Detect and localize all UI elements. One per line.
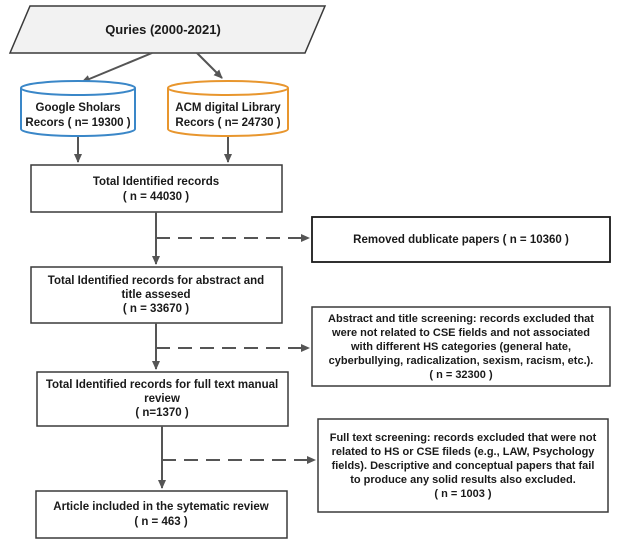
stage-included-articles: Article included in the sytematic review… bbox=[35, 490, 288, 539]
exclusion-fulltext-line5: ( n = 1003 ) bbox=[434, 488, 492, 500]
arrow-query-to-acm bbox=[196, 52, 223, 79]
exclusion-fulltext-screening-box bbox=[317, 418, 609, 513]
stage-full-text-review-box bbox=[36, 371, 289, 427]
exclusion-abstract-line2: were not related to CSE fields and not a… bbox=[331, 327, 590, 339]
exclusion-fulltext-line4: to produce any solid results also exclud… bbox=[350, 474, 576, 486]
database-google-scholar: Google Sholars Recors ( n= 19300 ) bbox=[20, 80, 136, 137]
exclusion-abstract-screening-box bbox=[311, 306, 611, 387]
stage-abstract-title-assessed: Total Identified records for abstract an… bbox=[30, 266, 283, 324]
stage-full-text-line2: review bbox=[144, 393, 180, 405]
exclusion-duplicates-box bbox=[311, 216, 611, 263]
stage-included-line1: Article included in the sytematic review bbox=[53, 501, 268, 513]
query-shape bbox=[8, 5, 327, 54]
stage-total-identified: Total Identified records ( n = 44030 ) bbox=[30, 164, 283, 213]
stage-abstract-line3: ( n = 33670 ) bbox=[123, 303, 189, 315]
exclusion-duplicates-line1: Removed dublicate papers ( n = 10360 ) bbox=[353, 234, 569, 246]
stage-total-identified-box bbox=[30, 164, 283, 213]
database-google-top bbox=[20, 80, 136, 96]
stage-included-articles-box bbox=[35, 490, 288, 539]
exclusion-duplicates: Removed dublicate papers ( n = 10360 ) bbox=[311, 216, 611, 263]
exclusion-fulltext-line1: Full text screening: records excluded th… bbox=[330, 432, 597, 444]
stage-total-identified-line2: ( n = 44030 ) bbox=[123, 191, 189, 203]
stage-full-text-line1: Total Identified records for full text m… bbox=[46, 379, 278, 391]
query-label: Quries (2000-2021) bbox=[105, 22, 221, 37]
stage-abstract-line1: Total Identified records for abstract an… bbox=[48, 275, 264, 287]
stage-total-identified-line1: Total Identified records bbox=[93, 176, 219, 188]
database-google-count: Recors ( n= 19300 ) bbox=[25, 117, 130, 129]
query-node: Quries (2000-2021) bbox=[8, 5, 327, 54]
stage-included-line2: ( n = 463 ) bbox=[134, 516, 188, 528]
exclusion-abstract-line4: cyberbullying, radicalization, sexism, r… bbox=[329, 355, 594, 367]
stage-abstract-title-assessed-box bbox=[30, 266, 283, 324]
exclusion-abstract-line1: Abstract and title screening: records ex… bbox=[328, 313, 594, 325]
exclusion-abstract-line5: ( n = 32300 ) bbox=[429, 369, 493, 381]
database-acm: ACM digital Library Recors ( n= 24730 ) bbox=[167, 80, 289, 137]
database-google-name: Google Sholars bbox=[36, 102, 121, 114]
database-google-body bbox=[20, 88, 136, 137]
arrow-query-to-google bbox=[81, 52, 153, 83]
database-acm-count: Recors ( n= 24730 ) bbox=[175, 117, 280, 129]
database-acm-body bbox=[167, 88, 289, 137]
exclusion-fulltext-line3: fields). Descriptive and conceptual pape… bbox=[332, 460, 595, 472]
stage-abstract-line2: title assesed bbox=[121, 289, 190, 301]
database-acm-name: ACM digital Library bbox=[175, 102, 281, 114]
exclusion-abstract-screening: Abstract and title screening: records ex… bbox=[311, 306, 611, 387]
stage-full-text-review: Total Identified records for full text m… bbox=[36, 371, 289, 427]
exclusion-abstract-line3: with different HS categories (general ha… bbox=[350, 341, 571, 353]
database-acm-top bbox=[167, 80, 289, 96]
exclusion-fulltext-line2: related to HS or CSE fileds (e.g., LAW, … bbox=[332, 446, 596, 458]
exclusion-fulltext-screening: Full text screening: records excluded th… bbox=[317, 418, 609, 513]
stage-full-text-line3: ( n=1370 ) bbox=[135, 407, 189, 419]
